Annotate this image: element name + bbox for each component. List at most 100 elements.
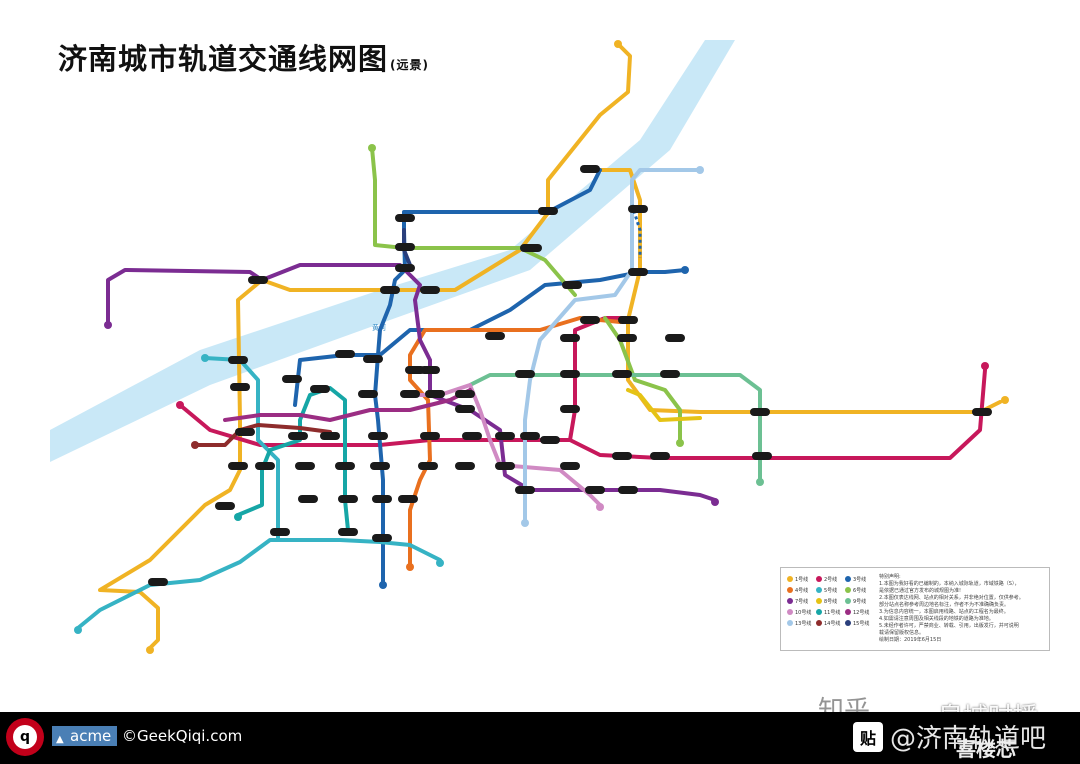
- interchange-station[interactable]: [515, 486, 535, 494]
- interchange-station[interactable]: [380, 286, 400, 294]
- terminal-marker[interactable]: [146, 646, 154, 654]
- interchange-station[interactable]: [358, 390, 378, 398]
- interchange-station[interactable]: [338, 495, 358, 503]
- interchange-station[interactable]: [560, 370, 580, 378]
- interchange-station[interactable]: [538, 207, 558, 215]
- terminal-marker[interactable]: [234, 513, 242, 521]
- interchange-station[interactable]: [372, 534, 392, 542]
- terminal-marker[interactable]: [191, 441, 199, 449]
- legend-item: 6号线: [845, 586, 874, 594]
- interchange-station[interactable]: [368, 432, 388, 440]
- interchange-station[interactable]: [585, 486, 605, 494]
- interchange-station[interactable]: [418, 462, 438, 470]
- terminal-marker[interactable]: [74, 626, 82, 634]
- interchange-station[interactable]: [618, 486, 638, 494]
- terminal-marker[interactable]: [176, 401, 184, 409]
- interchange-station[interactable]: [215, 502, 235, 510]
- interchange-station[interactable]: [520, 244, 542, 252]
- interchange-station[interactable]: [665, 334, 685, 342]
- terminal-marker[interactable]: [756, 478, 764, 486]
- interchange-station[interactable]: [395, 214, 415, 222]
- interchange-station[interactable]: [455, 405, 475, 413]
- terminal-marker[interactable]: [596, 503, 604, 511]
- interchange-station[interactable]: [425, 390, 445, 398]
- interchange-station[interactable]: [230, 383, 250, 391]
- terminal-marker[interactable]: [696, 166, 704, 174]
- interchange-station[interactable]: [320, 432, 340, 440]
- interchange-station[interactable]: [650, 452, 670, 460]
- interchange-station[interactable]: [612, 370, 632, 378]
- interchange-station[interactable]: [405, 366, 425, 374]
- acme-mark-icon: ▲: [56, 734, 64, 745]
- terminal-marker[interactable]: [379, 581, 387, 589]
- interchange-station[interactable]: [560, 334, 580, 342]
- interchange-station[interactable]: [372, 495, 392, 503]
- interchange-station[interactable]: [248, 276, 268, 284]
- interchange-station[interactable]: [972, 408, 992, 416]
- interchange-station[interactable]: [228, 462, 248, 470]
- terminal-marker[interactable]: [104, 321, 112, 329]
- interchange-station[interactable]: [495, 432, 515, 440]
- terminal-marker[interactable]: [406, 563, 414, 571]
- interchange-station[interactable]: [612, 452, 632, 460]
- map-title-suffix: (远景): [390, 58, 429, 72]
- interchange-station[interactable]: [395, 243, 415, 251]
- interchange-station[interactable]: [295, 462, 315, 470]
- interchange-station[interactable]: [455, 390, 475, 398]
- interchange-station[interactable]: [310, 385, 330, 393]
- terminal-marker[interactable]: [676, 439, 684, 447]
- legend-line-dot-icon: [845, 620, 851, 626]
- interchange-station[interactable]: [255, 462, 275, 470]
- interchange-station[interactable]: [338, 528, 358, 536]
- terminal-marker[interactable]: [201, 354, 209, 362]
- line-5: [76, 538, 442, 630]
- interchange-station[interactable]: [750, 408, 770, 416]
- interchange-station[interactable]: [560, 462, 580, 470]
- interchange-station[interactable]: [298, 495, 318, 503]
- interchange-station[interactable]: [282, 375, 302, 383]
- interchange-station[interactable]: [562, 281, 582, 289]
- interchange-station[interactable]: [580, 316, 600, 324]
- interchange-station[interactable]: [420, 432, 440, 440]
- terminal-marker[interactable]: [681, 266, 689, 274]
- terminal-marker[interactable]: [981, 362, 989, 370]
- interchange-station[interactable]: [370, 462, 390, 470]
- interchange-station[interactable]: [270, 528, 290, 536]
- interchange-station[interactable]: [485, 332, 505, 340]
- terminal-marker[interactable]: [436, 559, 444, 567]
- interchange-station[interactable]: [752, 452, 772, 460]
- interchange-station[interactable]: [455, 462, 475, 470]
- interchange-station[interactable]: [400, 390, 420, 398]
- interchange-station[interactable]: [288, 432, 308, 440]
- interchange-station[interactable]: [462, 432, 482, 440]
- interchange-station[interactable]: [520, 432, 540, 440]
- interchange-station[interactable]: [495, 462, 515, 470]
- interchange-station[interactable]: [617, 334, 637, 342]
- interchange-station[interactable]: [420, 366, 440, 374]
- terminal-marker[interactable]: [711, 498, 719, 506]
- interchange-station[interactable]: [398, 495, 418, 503]
- interchange-station[interactable]: [540, 436, 560, 444]
- interchange-station[interactable]: [335, 462, 355, 470]
- interchange-station[interactable]: [560, 405, 580, 413]
- interchange-station[interactable]: [580, 165, 600, 173]
- interchange-station[interactable]: [618, 316, 638, 324]
- interchange-station[interactable]: [395, 264, 415, 272]
- interchange-station[interactable]: [515, 370, 535, 378]
- interchange-station[interactable]: [420, 286, 440, 294]
- interchange-station[interactable]: [228, 356, 248, 364]
- interchange-station[interactable]: [628, 205, 648, 213]
- terminal-marker[interactable]: [521, 519, 529, 527]
- interchange-station[interactable]: [628, 268, 648, 276]
- legend-item: 12号线: [845, 608, 874, 616]
- interchange-station[interactable]: [660, 370, 680, 378]
- terminal-marker[interactable]: [368, 144, 376, 152]
- interchange-station[interactable]: [363, 355, 383, 363]
- interchange-station[interactable]: [335, 350, 355, 358]
- interchange-station[interactable]: [148, 578, 168, 586]
- transit-map: 黄河: [50, 40, 1009, 654]
- interchange-station[interactable]: [235, 428, 255, 436]
- terminal-marker[interactable]: [1001, 396, 1009, 404]
- terminal-marker[interactable]: [614, 40, 622, 48]
